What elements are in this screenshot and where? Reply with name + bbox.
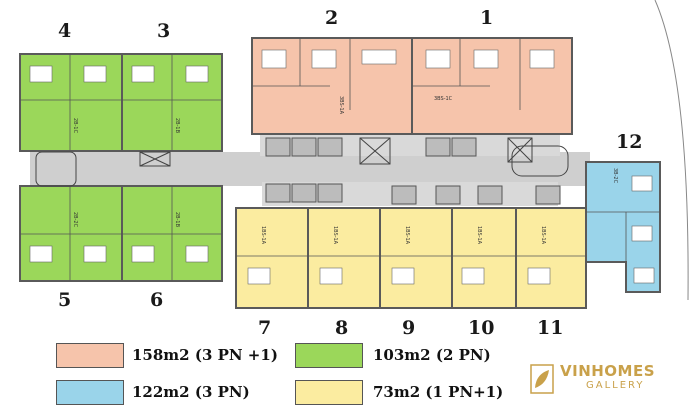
legend-text-73: 73m2 (1 PN+1) xyxy=(373,383,504,401)
unit-number-8: 8 xyxy=(335,317,348,339)
unit-number-12: 12 xyxy=(616,131,642,153)
room-partitions xyxy=(20,38,660,281)
legend-text-158: 158m2 (3 PN +1) xyxy=(132,346,278,364)
unit-number-1: 1 xyxy=(480,7,493,29)
unit-number-11: 11 xyxy=(537,317,563,339)
unit-number-5: 5 xyxy=(58,289,71,311)
leaf-logo-icon xyxy=(530,364,554,394)
building-core xyxy=(265,137,561,205)
room-code-u11: 1BS-1A xyxy=(540,226,546,245)
unit-number-3: 3 xyxy=(157,20,170,42)
legend-swatch-122 xyxy=(56,380,124,405)
room-code-u6: 2B-1B xyxy=(174,212,180,228)
unit-number-2: 2 xyxy=(325,7,338,29)
room-code-u9: 1BS-1A xyxy=(404,226,410,245)
site-boundary-curve xyxy=(654,0,689,301)
room-code-u1: 3BS-1C xyxy=(434,96,453,102)
unit-5[interactable] xyxy=(19,185,123,282)
unit-number-9: 9 xyxy=(402,317,415,339)
brand-sub: GALLERY xyxy=(586,380,645,391)
legend-text-122: 122m2 (3 PN) xyxy=(132,383,250,401)
legend-swatch-73 xyxy=(295,380,363,405)
unit-11[interactable] xyxy=(515,207,587,309)
unit-10[interactable] xyxy=(451,207,517,309)
room-code-u5: 2B-2C xyxy=(72,212,78,228)
unit-number-4: 4 xyxy=(58,20,71,42)
unit-7[interactable] xyxy=(235,207,309,309)
stair-shafts xyxy=(35,137,569,187)
legend-text-103: 103m2 (2 PN) xyxy=(373,346,491,364)
room-code-u3: 2B-1B xyxy=(174,118,180,134)
unit-numbers: 1 2 3 4 5 6 7 8 9 10 11 12 xyxy=(58,7,642,339)
room-code-u7: 1BS-1A xyxy=(260,226,266,245)
unit-number-10: 10 xyxy=(468,317,494,339)
furniture xyxy=(29,49,655,285)
room-code-u8: 1BS-1A xyxy=(332,226,338,245)
room-code-u12: 3B-2C xyxy=(612,168,618,184)
legend-swatch-158 xyxy=(56,343,124,368)
unit-12[interactable] xyxy=(585,161,661,293)
unit-8[interactable] xyxy=(307,207,381,309)
unit-number-7: 7 xyxy=(258,317,271,339)
room-code-u2: 3BS-1A xyxy=(338,96,344,115)
room-code-u4: 2B-1C xyxy=(72,118,78,134)
brand-logo: VINHOMES GALLERY xyxy=(530,362,670,398)
unit-number-6: 6 xyxy=(150,289,163,311)
room-code-u10: 1BS-1A xyxy=(476,226,482,245)
room-code-labels: 3BS-1A 3BS-1C 2B-1C 2B-1B 2B-2C 2B-1B 1B… xyxy=(72,96,618,245)
legend-swatch-103 xyxy=(295,343,363,368)
brand-name: VINHOMES xyxy=(560,362,656,380)
unit-9[interactable] xyxy=(379,207,453,309)
